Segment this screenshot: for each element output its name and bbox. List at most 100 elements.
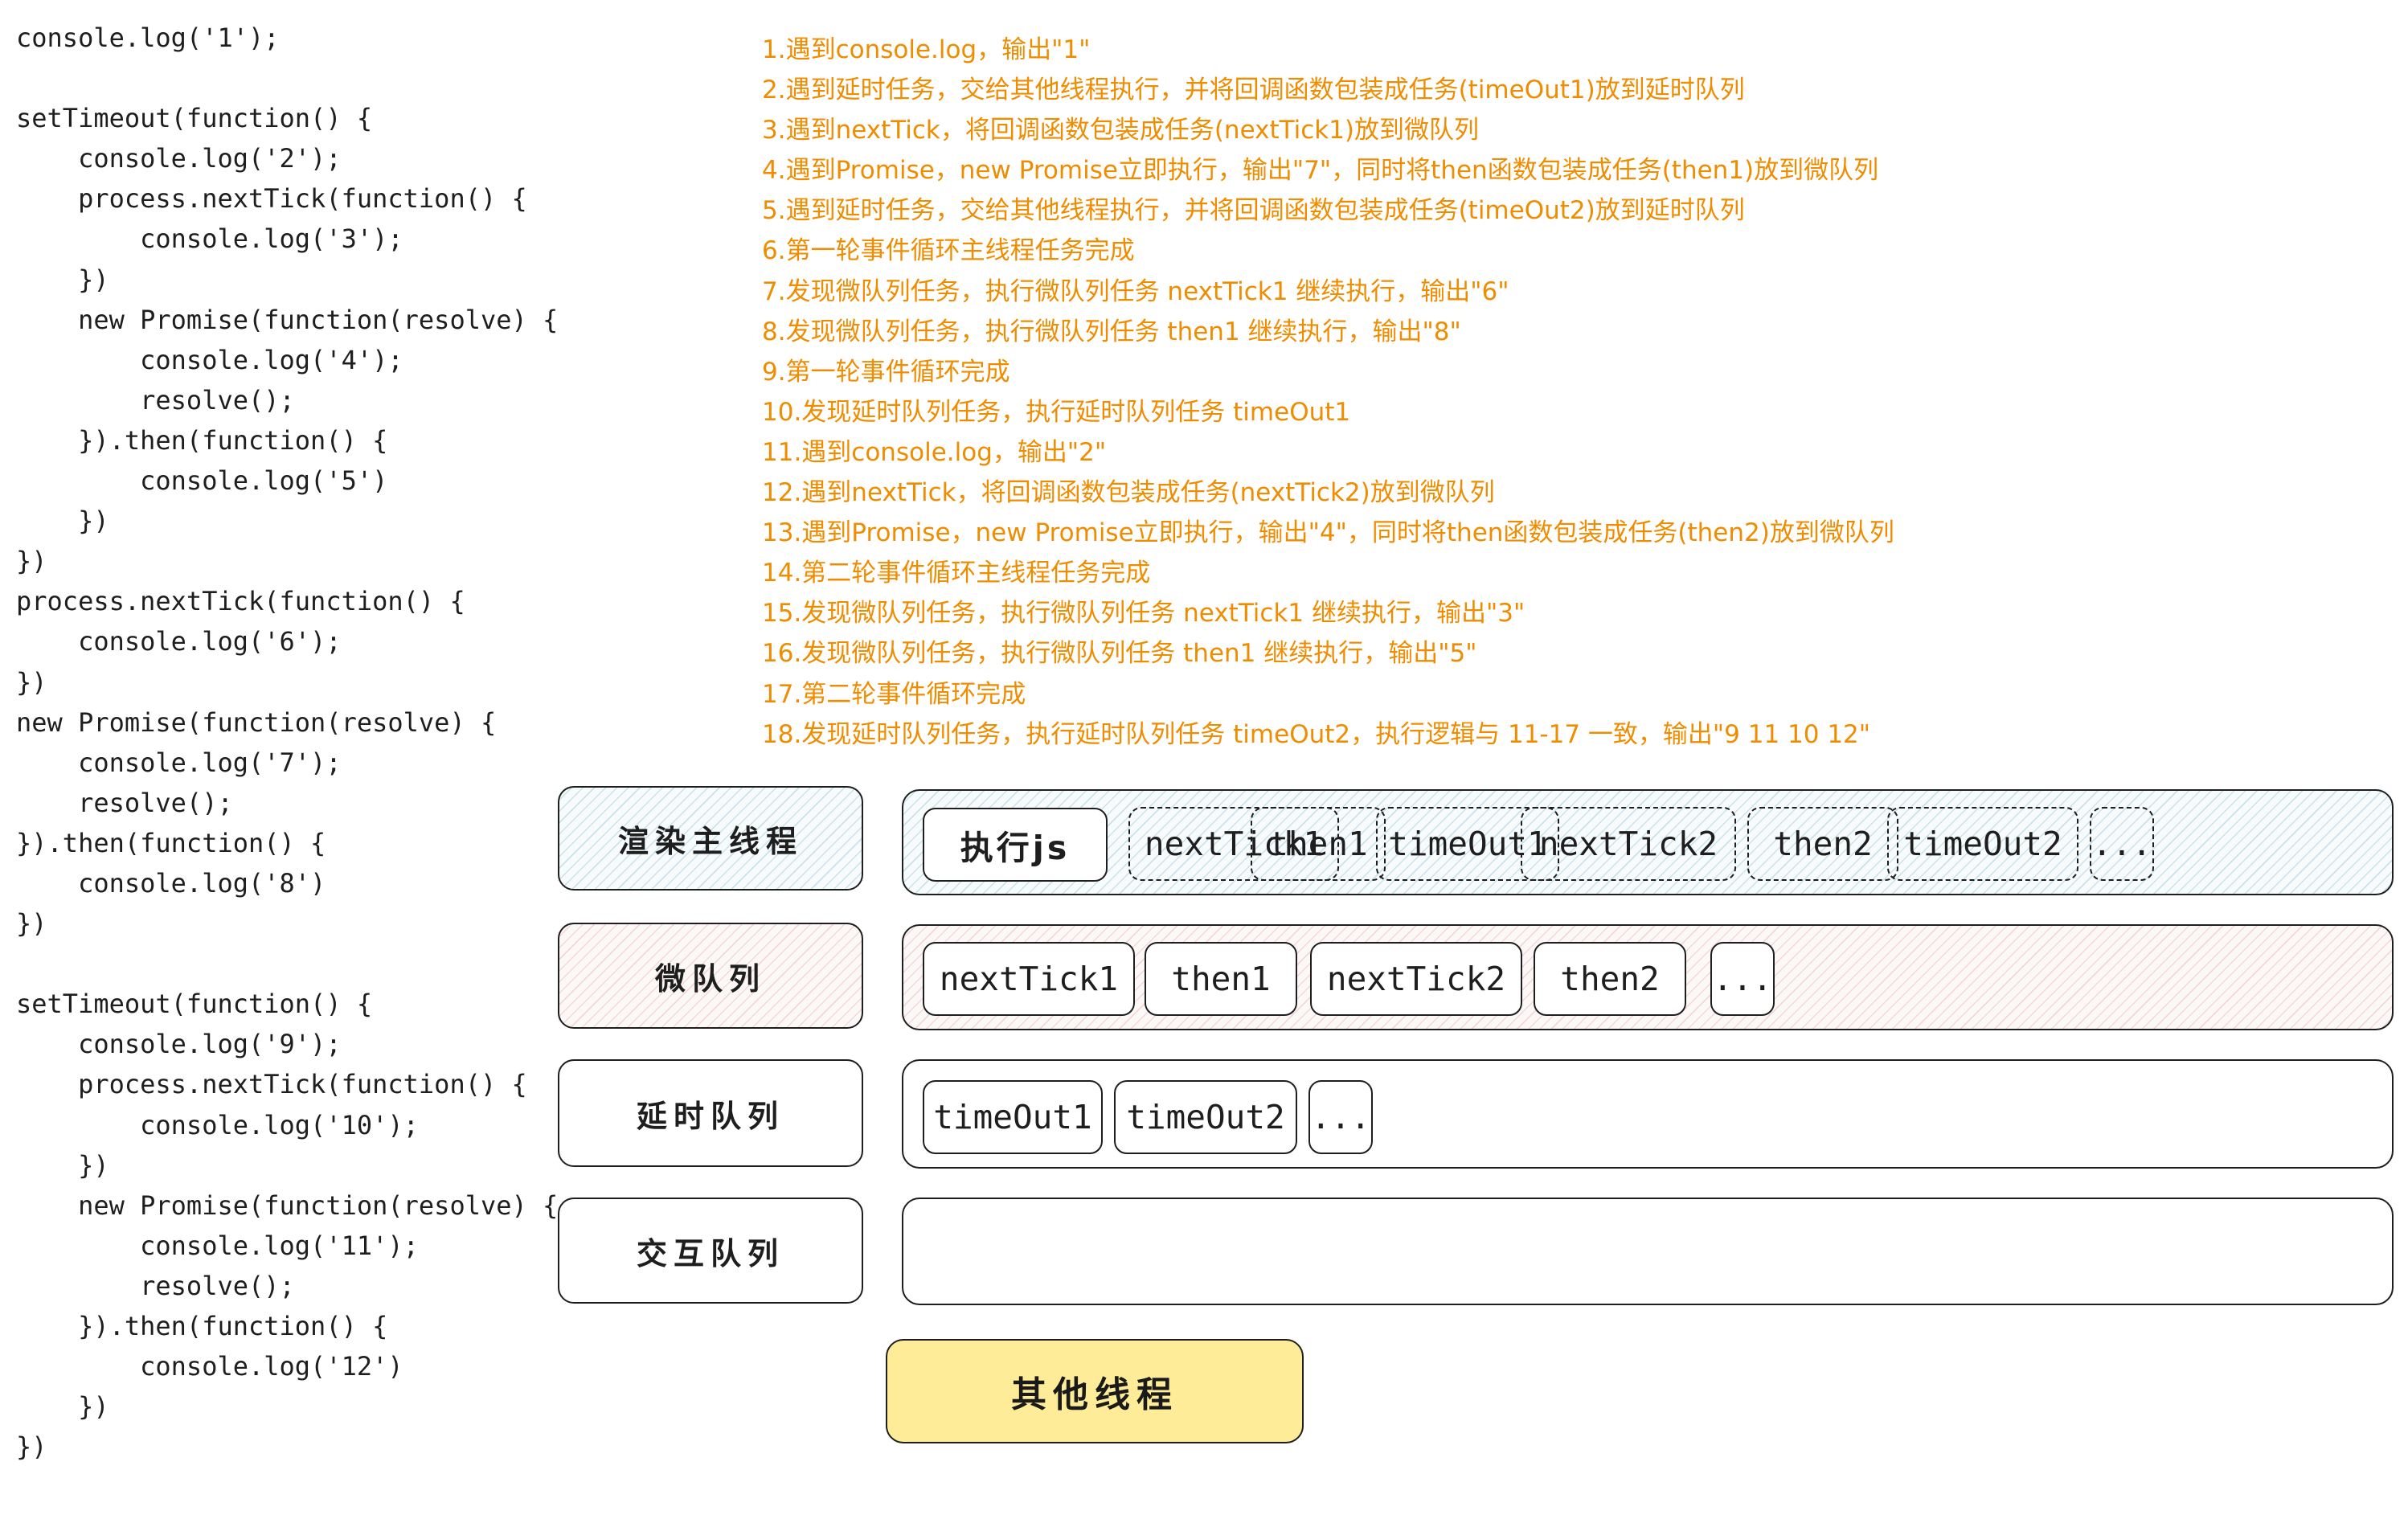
step-line: 2.遇到延时任务，交给其他线程执行，并将回调函数包装成任务(timeOut1)放…: [762, 76, 1745, 105]
main-pending-task-label: nextTick1: [1144, 825, 1324, 863]
delay-queue-task: timeOut1: [923, 1080, 1103, 1154]
step-line: 12.遇到nextTick，将回调函数包装成任务(nextTick2)放到微队列: [762, 478, 1495, 508]
code-line: }): [16, 1149, 109, 1181]
current-task-label: 执行js: [960, 829, 1071, 867]
micro-queue-task: ...: [1710, 942, 1775, 1016]
code-line: console.log('6');: [16, 626, 342, 657]
delay-queue-lane: timeOut1 timeOut2...: [902, 1059, 2394, 1169]
step-line: 7.发现微队列任务，执行微队列任务 nextTick1 继续执行，输出"6": [762, 276, 1509, 306]
step-line: 1.遇到console.log，输出"1": [762, 35, 1091, 64]
main-pending-task: ...: [2090, 807, 2154, 881]
step-line: 8.发现微队列任务，执行微队列任务 then1 继续执行，输出"8": [762, 317, 1461, 346]
code-line: [16, 58, 558, 98]
step-line: 5.遇到延时任务，交给其他线程执行，并将回调函数包装成任务(timeOut2)放…: [762, 196, 1745, 226]
code-line: }): [16, 666, 47, 698]
step-line: 14.第二轮事件循环主线程任务完成: [762, 559, 1151, 588]
micro-queue-task-label: nextTick2: [1326, 960, 1506, 998]
interaction-queue-label: 交互队列: [558, 1198, 863, 1304]
code-line: setTimeout(function() {: [16, 103, 373, 134]
code-line: }): [16, 264, 109, 295]
step-line: 3.遇到nextTick，将回调函数包装成任务(nextTick1)放到微队列: [762, 116, 1480, 145]
micro-queue-task-label: ...: [1712, 960, 1773, 998]
main-pending-task: nextTick2: [1521, 807, 1736, 881]
code-line: console.log('5'): [16, 465, 388, 497]
step-line: 10.发现延时队列任务，执行延时队列任务 timeOut1: [762, 397, 1351, 427]
main-pending-task-label: then1: [1268, 825, 1368, 863]
delay-queue-label-text: 延时队列: [636, 1098, 784, 1134]
micro-queue-label: 微队列: [558, 923, 863, 1029]
code-line: console.log('9');: [16, 1029, 342, 1060]
step-line: 18.发现延时队列任务，执行延时队列任务 timeOut2，执行逻辑与 11-1…: [762, 719, 1871, 749]
step-line: 16.发现微队列任务，执行微队列任务 then1 继续执行，输出"5": [762, 639, 1477, 669]
code-line: console.log('4');: [16, 344, 403, 375]
code-line: new Promise(function(resolve) {: [16, 706, 497, 738]
main-pending-task: then1: [1251, 807, 1386, 881]
main-pending-task: then2: [1747, 807, 1898, 881]
main-pending-task: nextTick1: [1128, 807, 1339, 881]
other-thread-box: 其他线程: [886, 1339, 1304, 1443]
main-pending-task: timeOut2: [1887, 807, 2078, 881]
delay-queue-task-label: timeOut2: [1126, 1098, 1285, 1136]
code-line: new Promise(function(resolve) {: [16, 1189, 559, 1221]
step-line: 15.发现微队列任务，执行微队列任务 nextTick1 继续执行，输出"3": [762, 599, 1525, 628]
delay-queue-task: timeOut2: [1114, 1080, 1297, 1154]
delay-queue-task-label: ...: [1310, 1098, 1371, 1136]
code-line: process.nextTick(function() {: [16, 183, 527, 215]
main-thread-label: 渲染主线程: [558, 786, 863, 891]
code-line: resolve();: [16, 384, 295, 416]
micro-queue-lane: nextTick1 then1 nextTick2 then2...: [902, 924, 2394, 1030]
code-line: console.log('10');: [16, 1109, 419, 1140]
step-line: 11.遇到console.log，输出"2": [762, 437, 1107, 467]
main-pending-task-label: ...: [2091, 825, 2152, 863]
code-line: console.log('2');: [16, 143, 342, 174]
step-line: 17.第二轮事件循环完成: [762, 679, 1026, 709]
step-line: 13.遇到Promise，new Promise立即执行，输出"4"，同时将th…: [762, 518, 1894, 548]
main-pending-task-label: then2: [1773, 825, 1873, 863]
main-pending-task-label: timeOut1: [1388, 825, 1547, 863]
code-line: }): [16, 506, 109, 537]
code-line: console.log('3');: [16, 223, 403, 255]
interaction-queue-lane: [902, 1198, 2394, 1305]
code-line: }): [16, 1431, 47, 1463]
code-line: }).then(function() {: [16, 1311, 388, 1341]
step-line: 6.第一轮事件循环主线程任务完成: [762, 236, 1135, 266]
micro-queue-task: nextTick1: [923, 942, 1135, 1016]
code-line: console.log('1');: [16, 23, 280, 53]
micro-queue-task-label: then2: [1560, 960, 1660, 998]
code-line: resolve();: [16, 787, 233, 818]
micro-queue-task: then1: [1145, 942, 1297, 1016]
code-line: }): [16, 908, 47, 940]
micro-queue-task-label: then1: [1171, 960, 1271, 998]
code-line: console.log('7');: [16, 747, 342, 778]
current-task: 执行js: [923, 808, 1108, 882]
micro-queue-label-text: 微队列: [654, 960, 766, 997]
code-line: }).then(function() {: [16, 424, 388, 456]
code-line: console.log('12'): [16, 1351, 403, 1382]
code-line: [16, 944, 558, 984]
step-line: 4.遇到Promise，new Promise立即执行，输出"7"，同时将the…: [762, 156, 1879, 186]
code-line: resolve();: [16, 1270, 295, 1301]
main-pending-task-label: timeOut2: [1903, 825, 2062, 863]
code-line: setTimeout(function() {: [16, 989, 373, 1020]
delay-queue-task-label: timeOut1: [933, 1098, 1092, 1136]
code-panel: console.log('1'); setTimeout(function() {…: [16, 18, 558, 1467]
main-pending-task: timeOut1: [1376, 807, 1559, 881]
code-line: }): [16, 546, 47, 577]
code-line: process.nextTick(function() {: [16, 1069, 527, 1100]
micro-queue-task: nextTick2: [1310, 942, 1522, 1016]
steps-list: 1.遇到console.log，输出"1" 2.遇到延时任务，交给其他线程执行，并…: [762, 30, 1894, 755]
delay-queue-label: 延时队列: [558, 1059, 863, 1167]
code-line: new Promise(function(resolve) {: [16, 304, 559, 335]
other-thread-label: 其他线程: [1011, 1374, 1178, 1415]
delay-queue-task: ...: [1308, 1080, 1373, 1154]
interaction-queue-label-text: 交互队列: [636, 1235, 784, 1271]
code-line: process.nextTick(function() {: [16, 586, 465, 617]
micro-queue-task-label: nextTick1: [939, 960, 1119, 998]
main-pending-task-label: nextTick2: [1538, 825, 1718, 863]
code-line: console.log('11');: [16, 1230, 419, 1261]
code-line: }).then(function() {: [16, 827, 326, 858]
step-line: 9.第一轮事件循环完成: [762, 357, 1010, 387]
main-thread-label-text: 渲染主线程: [617, 823, 803, 859]
code-line: console.log('8'): [16, 867, 326, 899]
